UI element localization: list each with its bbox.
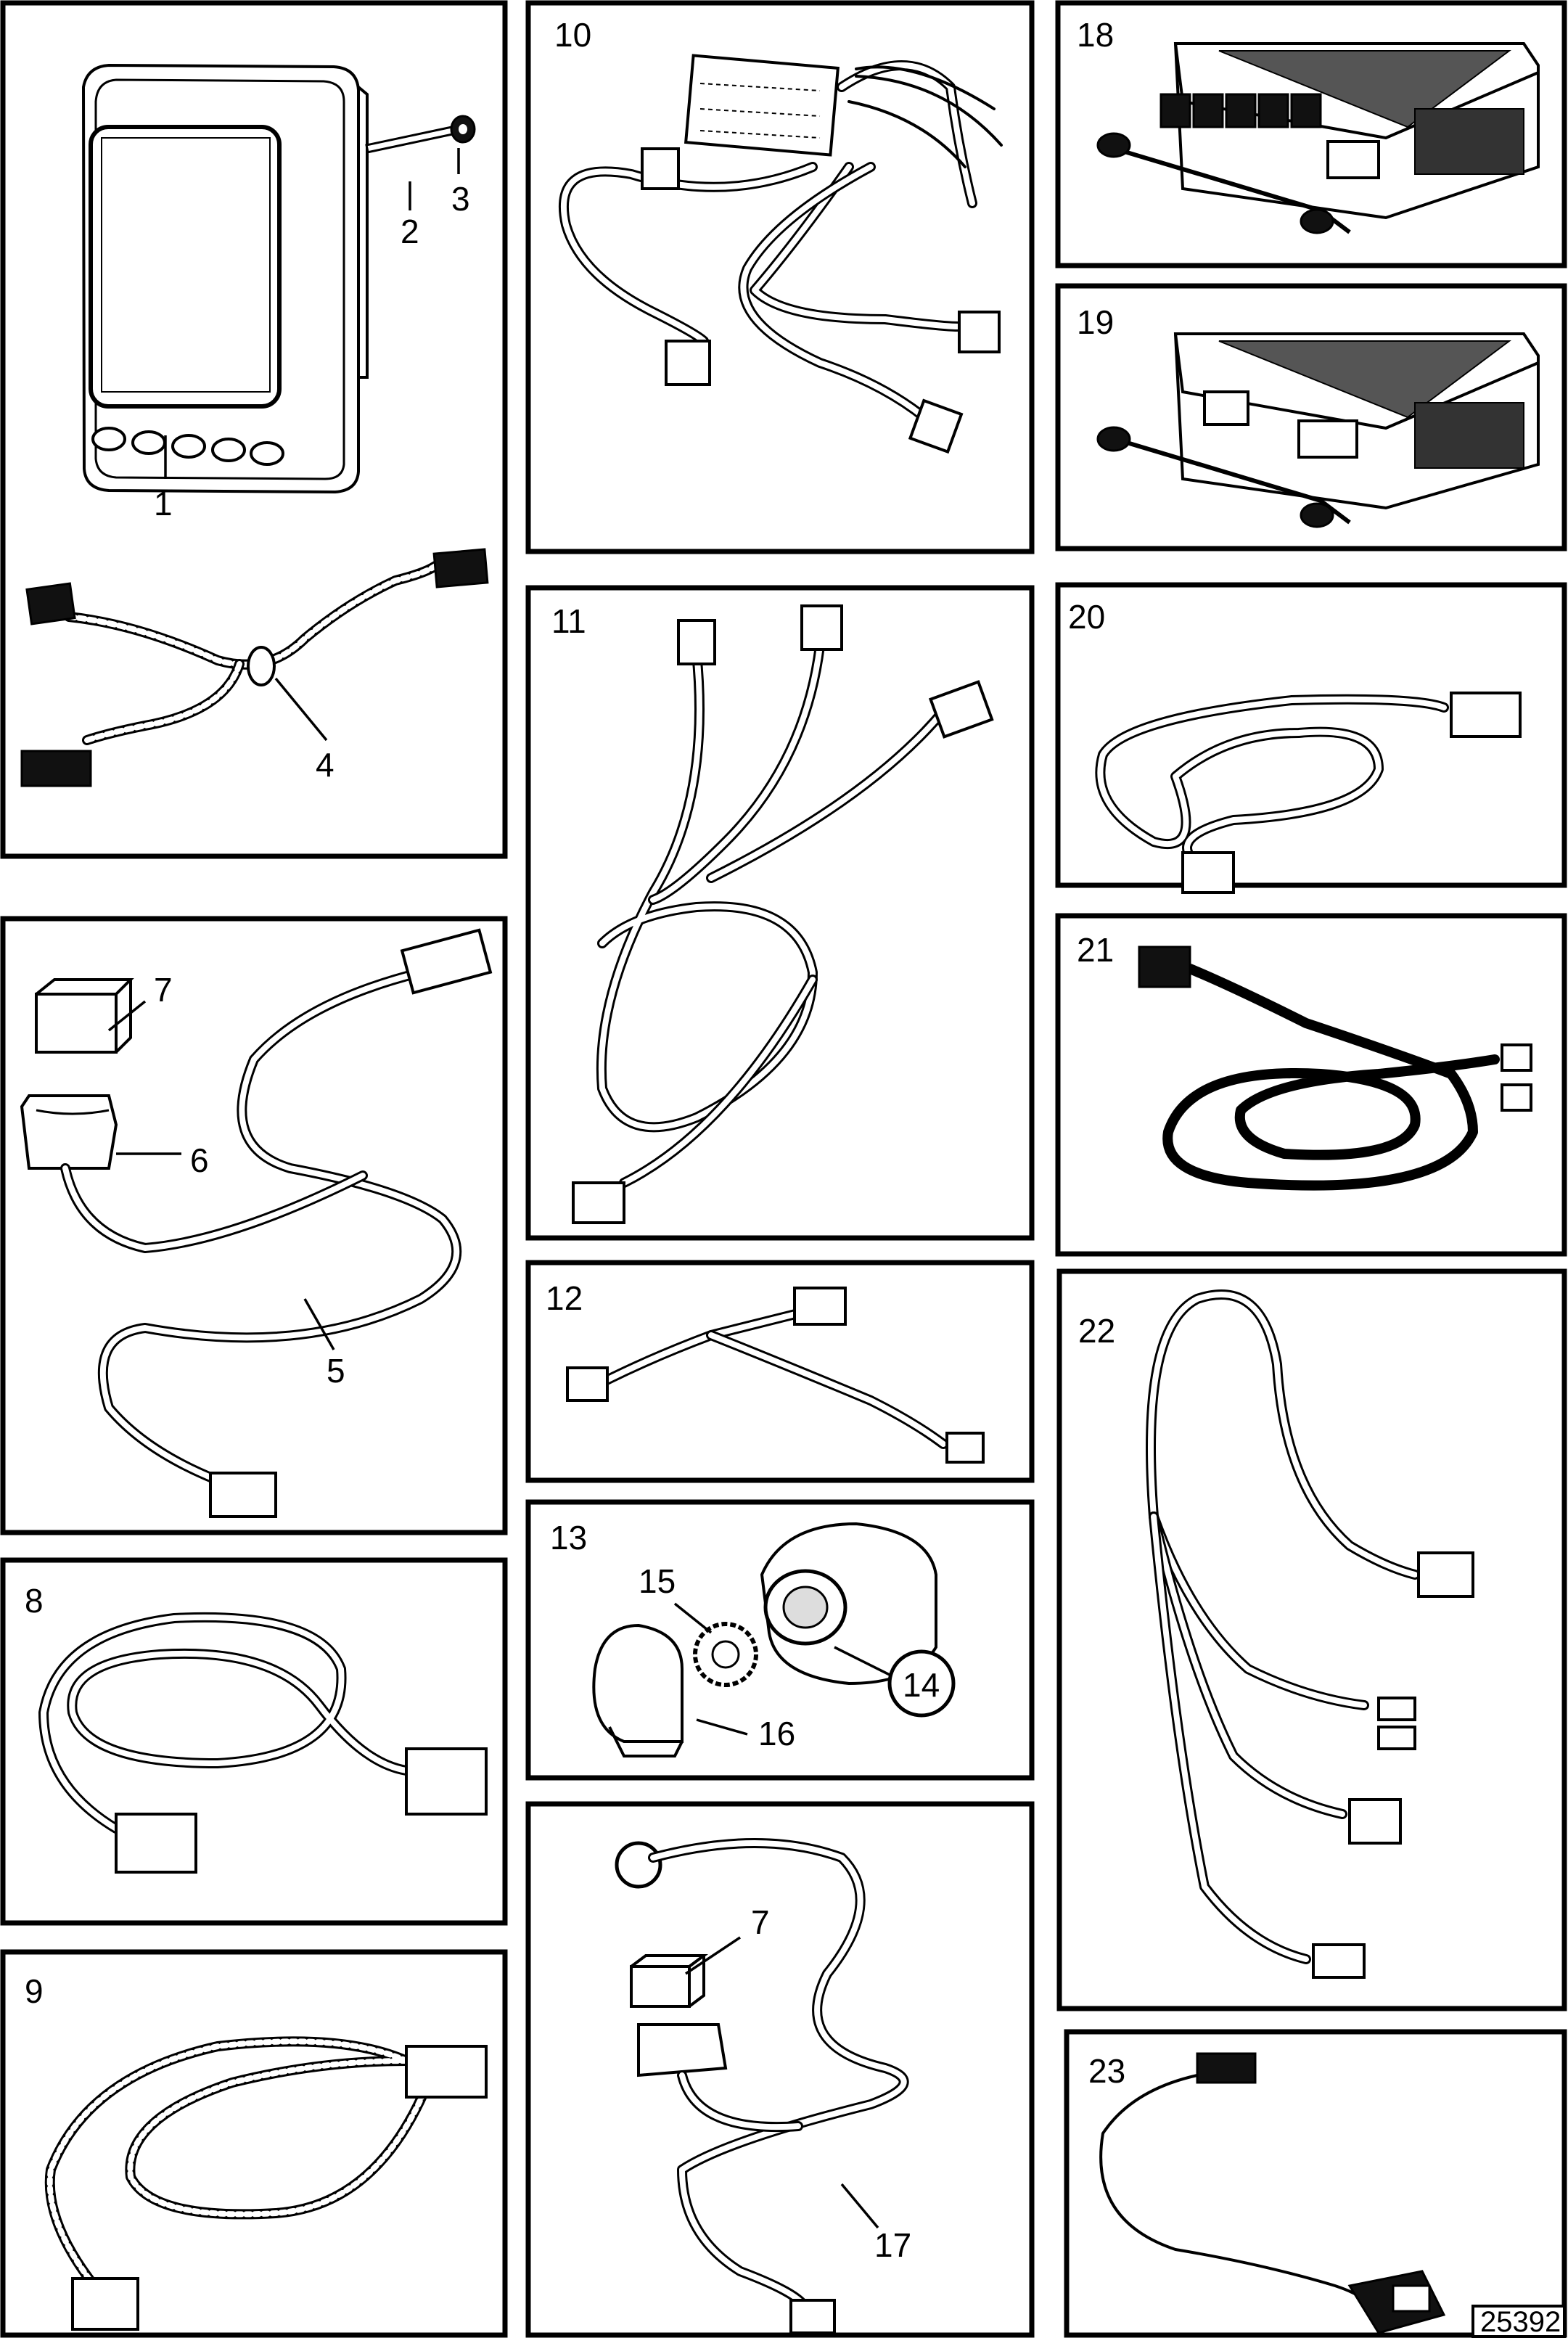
callout-5: 5	[327, 1352, 345, 1390]
callout-11: 11	[551, 602, 586, 640]
panel-module-18: 18	[1055, 0, 1567, 268]
callout-16: 16	[758, 1715, 795, 1752]
panel-display-unit: 1 2 3 4	[0, 0, 508, 859]
callout-21: 21	[1077, 931, 1114, 969]
callout-17: 17	[874, 2226, 911, 2264]
callout-2: 2	[401, 213, 419, 250]
callout-8: 8	[25, 1582, 44, 1620]
panel-harness-5: 7 6 5	[0, 916, 508, 1535]
callout-6: 6	[190, 1141, 209, 1179]
callout-7: 7	[154, 971, 173, 1009]
callout-22: 22	[1078, 1312, 1115, 1350]
figure-number: 25392	[1480, 2306, 1561, 2338]
panel-harness-11: 11	[525, 585, 1035, 1241]
callout-15: 15	[639, 1562, 676, 1600]
callout-18: 18	[1077, 16, 1114, 54]
callout-7-relay: 7	[751, 1903, 770, 1941]
panel-harness-10: 10	[525, 0, 1035, 554]
callout-19: 19	[1077, 303, 1114, 341]
callout-3: 3	[451, 180, 470, 218]
panel-adapter-23: 23	[1064, 2029, 1567, 2338]
panel-harness-12: 12	[525, 1260, 1035, 1483]
callout-23: 23	[1088, 2052, 1125, 2090]
panel-harness-20: 20	[1055, 582, 1567, 894]
callout-12: 12	[546, 1279, 583, 1317]
callout-13: 13	[550, 1519, 587, 1556]
callout-10: 10	[554, 16, 591, 54]
callout-9: 9	[25, 1972, 44, 2010]
panel-harness-8: 8	[0, 1557, 508, 1926]
panel-harness-17: 7 17	[525, 1801, 1035, 2338]
panel-harness-22: 22	[1056, 1268, 1567, 2011]
callout-4: 4	[316, 746, 334, 784]
callout-1: 1	[154, 485, 173, 522]
panel-module-19: 19	[1055, 283, 1567, 551]
panel-harness-21: 21	[1055, 913, 1567, 1257]
callout-14: 14	[903, 1666, 940, 1704]
figure-reference: 25392	[1471, 2305, 1566, 2338]
panel-switch-13: 13 15 14 16	[525, 1499, 1035, 1781]
callout-20: 20	[1068, 598, 1105, 636]
panel-harness-9: 9	[0, 1949, 508, 2338]
